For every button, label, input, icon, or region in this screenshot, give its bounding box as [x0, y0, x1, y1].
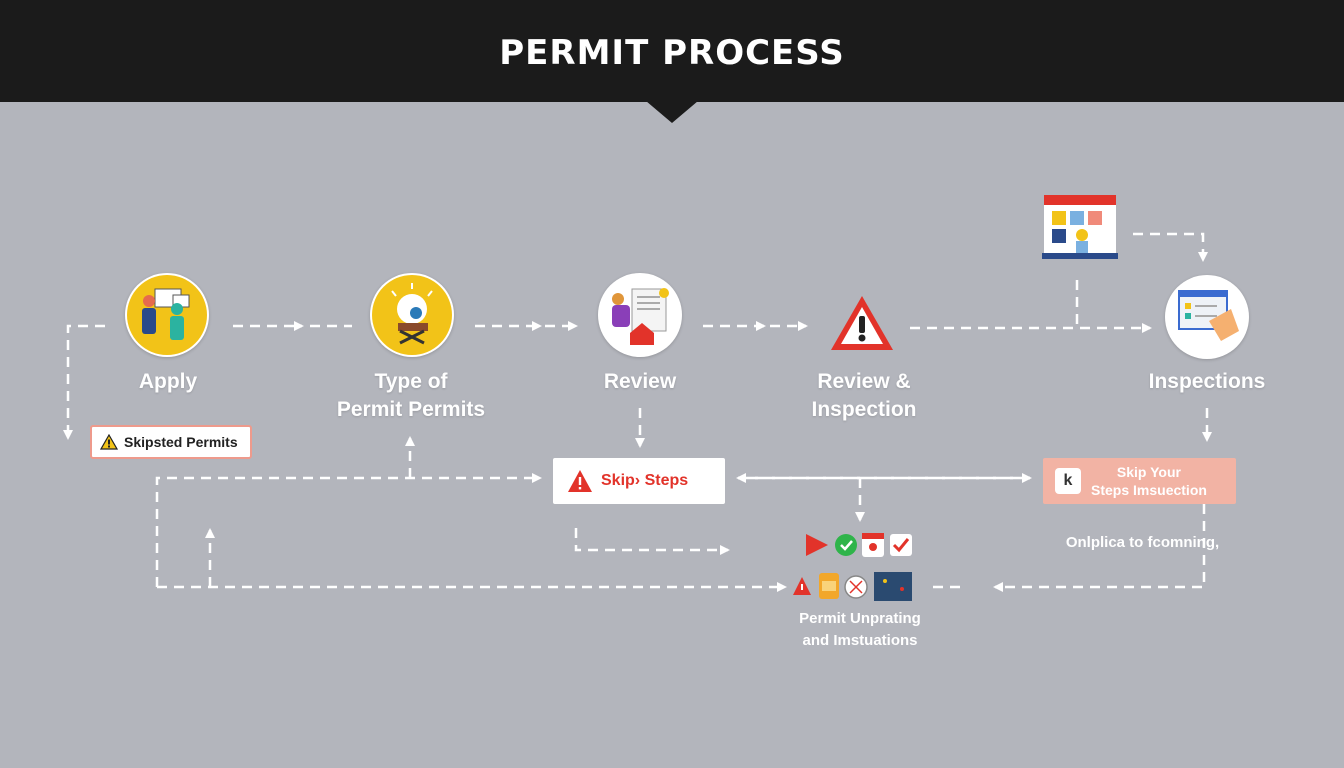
inspection-checklist-icon — [1167, 277, 1247, 357]
skip-steps-text: Skip› Steps — [601, 472, 689, 489]
document-review-icon — [600, 275, 680, 355]
page-title: PERMIT PROCESS — [499, 33, 845, 73]
people-presenting-icon — [127, 275, 207, 355]
warning-icon — [100, 434, 118, 450]
onlplica-note: Onlplica to fcomning, — [1065, 534, 1220, 551]
step-type-label: Type of Permit Permits — [336, 370, 486, 421]
skipped-permits-text: Skipsted Permits — [124, 434, 238, 450]
skipped-permits-box[interactable]: Skipsted Permits — [90, 425, 252, 459]
step-type-node[interactable] — [370, 273, 454, 357]
lightbulb-worker-icon — [372, 275, 452, 355]
skip-letter-badge: k — [1055, 468, 1081, 494]
update-icons-row — [792, 571, 914, 603]
step-review-node[interactable] — [598, 273, 682, 357]
step-apply-node[interactable] — [125, 273, 209, 357]
play-icon — [806, 534, 828, 556]
checkmark-card-icon — [890, 534, 912, 556]
step-review-inspection-label: Review & Inspection — [811, 370, 917, 421]
header-notch — [646, 101, 698, 123]
skip-steps-box[interactable]: Skip› Steps — [553, 458, 725, 504]
skip-your-steps-box[interactable]: k Skip Your Steps Imsuection — [1043, 458, 1236, 504]
status-icons-row — [804, 531, 914, 559]
step-review-inspection-node[interactable] — [828, 293, 896, 353]
warning-triangle-icon — [831, 296, 893, 350]
permit-updating-note: Permit Unprating and Imstuations — [799, 610, 921, 649]
step-review-label: Review — [603, 370, 677, 393]
step-inspections-node[interactable] — [1165, 275, 1249, 359]
step-inspections-label: Inspections — [1148, 370, 1266, 393]
step-apply-label: Apply — [138, 370, 198, 393]
header-bar — [0, 0, 1344, 102]
skip-your-steps-text: Skip Your Steps Imsuection — [1091, 464, 1207, 498]
calendar-board-icon — [1042, 193, 1118, 261]
check-circle-icon — [835, 534, 857, 556]
board-icon — [874, 572, 912, 601]
alert-triangle-icon — [568, 470, 592, 492]
